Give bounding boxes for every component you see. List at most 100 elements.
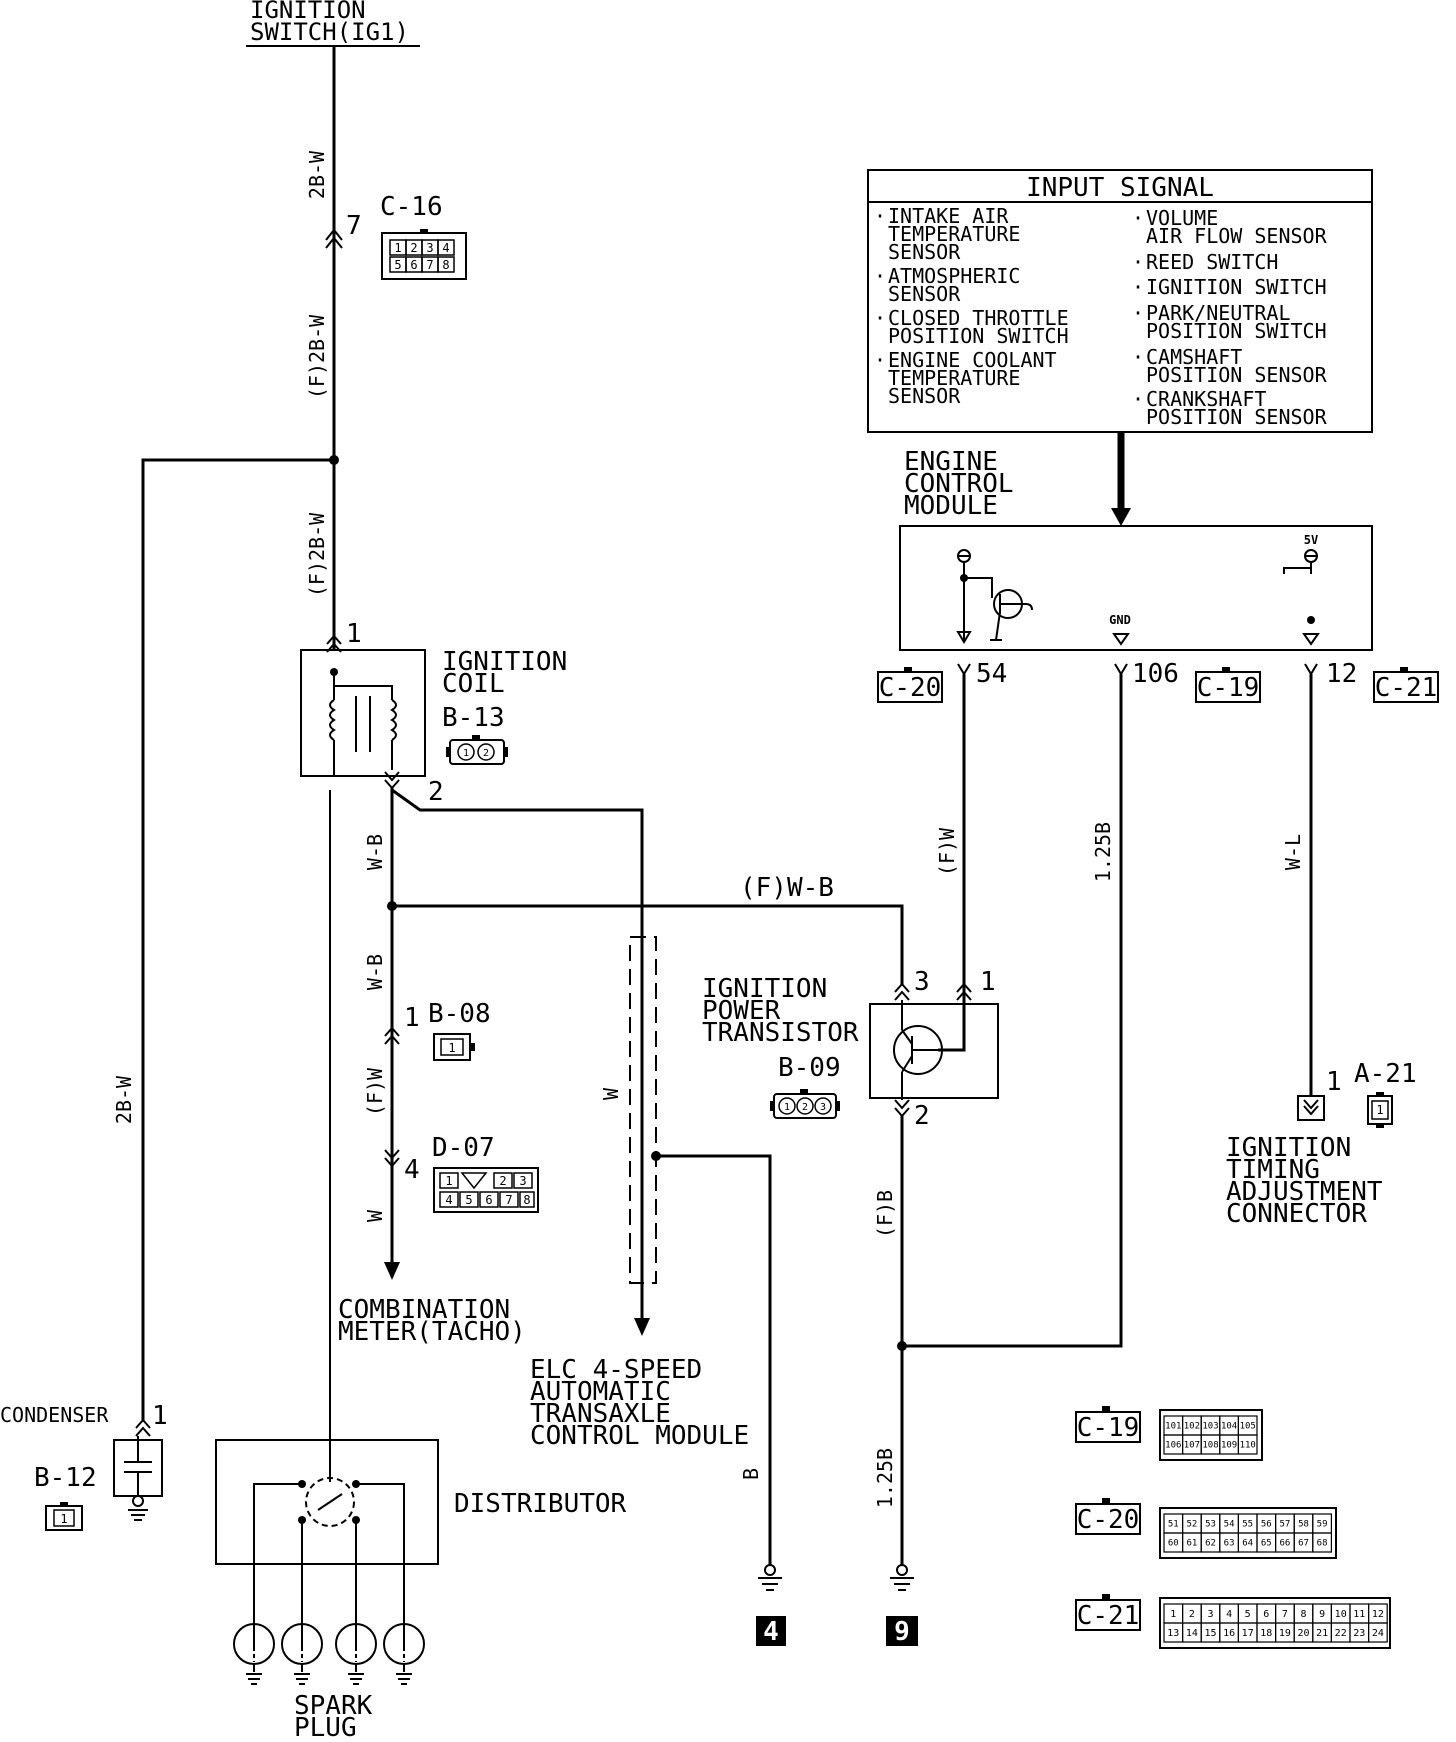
transistor-label-1: IGNITION (702, 974, 827, 1004)
wire-label-125b-a: 1.25B (1091, 822, 1115, 882)
pinout-c21-name: C-21 (1077, 1601, 1140, 1631)
b13-name: B-13 (442, 703, 505, 733)
pin-pt-1: 1 (980, 967, 996, 997)
ground-9-badge (886, 1616, 918, 1646)
c16-name: C-16 (380, 192, 443, 222)
c19-pinout-cell: 107 (1184, 1441, 1200, 1451)
bullet: · (874, 204, 886, 228)
sig-intake-1: INTAKE AIR (888, 204, 1009, 228)
wire-label-wb-1: W-B (363, 834, 387, 870)
ground-9-symbol (890, 1564, 914, 1591)
c20-pinout-cell: 67 (1298, 1539, 1309, 1549)
wire-coil-to-elc (391, 788, 644, 1318)
pin-b08-1: 1 (404, 1003, 420, 1033)
sig-pn-2: POSITION SWITCH (1146, 319, 1327, 343)
c19-pinout-cell: 102 (1184, 1422, 1200, 1432)
sig-vafs-1: VOLUME (1146, 206, 1218, 230)
transistor-pin3-symbol (894, 982, 910, 1001)
c20-pinout-cell: 60 (1168, 1539, 1179, 1549)
c20-pinout-cell: 52 (1186, 1520, 1197, 1530)
c21-pinout-cell: 7 (1282, 1609, 1288, 1620)
c20-pinout-cell: 66 (1279, 1539, 1290, 1549)
junction-ground-9 (897, 1341, 907, 1351)
a21-cell-1: 1 (1376, 1103, 1383, 1117)
sig-ctps-1: CLOSED THROTTLE (888, 306, 1069, 330)
meter-label-1: COMBINATION (338, 1295, 510, 1325)
d07-cell-2: 2 (499, 1174, 506, 1188)
c21-pinout-cell: 9 (1319, 1609, 1325, 1620)
ground-4-symbol (758, 1564, 782, 1591)
a21-name: A-21 (1354, 1059, 1417, 1089)
b13-connector-face: 1 2 (446, 735, 508, 765)
c16-cell-8: 8 (442, 258, 449, 272)
b08-connector-symbol (384, 1026, 400, 1045)
c21-pinout-cell: 2 (1189, 1609, 1195, 1620)
bullet: · (874, 348, 886, 372)
c21-pinout-cell: 5 (1245, 1609, 1251, 1620)
c19-pinout-cell: 110 (1240, 1441, 1256, 1451)
ecm-pin12-symbol (1304, 663, 1318, 676)
transistor-pin2-symbol (894, 1099, 910, 1118)
wire-label-f2b-w-a: (F)2B-W (305, 314, 329, 399)
ecm-box (899, 525, 1373, 651)
condenser-symbol (124, 1436, 152, 1521)
sig-ckp-2: POSITION SENSOR (1146, 405, 1328, 429)
wire-label-f2b-w-b: (F)2B-W (305, 512, 329, 597)
pin-ecm-12: 12 (1326, 659, 1357, 689)
c20-pinout-cell: 57 (1279, 1520, 1290, 1530)
c20-pinout-cell: 59 (1317, 1520, 1328, 1530)
c19-pinout-cell: 105 (1240, 1422, 1256, 1432)
bullet: · (1132, 206, 1144, 230)
d07-cell-3: 3 (519, 1174, 526, 1188)
b12-name: B-12 (34, 1463, 97, 1493)
ecm-label-3: MODULE (904, 491, 998, 521)
c19-pinout-cell: 103 (1202, 1422, 1218, 1432)
input-signal-left-list: · INTAKE AIR TEMPERATURE SENSOR · ATMOSP… (874, 204, 1069, 408)
c20-pinout-cell: 55 (1242, 1520, 1253, 1530)
c21-pinout-cell: 21 (1316, 1628, 1328, 1639)
c16-cell-6: 6 (410, 258, 417, 272)
c20-pinout-cell: 51 (1168, 1520, 1179, 1530)
ecm-pin54-symbol (957, 663, 971, 676)
wire-label-2b-w-top: 2B-W (305, 150, 329, 199)
c19-pinout-cell: 104 (1221, 1422, 1237, 1432)
sig-cmp-2: POSITION SENSOR (1146, 363, 1328, 387)
sig-vafs-2: AIR FLOW SENSOR (1146, 224, 1328, 248)
wire-2b-w-condenser (141, 458, 334, 1422)
c16-connector-face: 1 2 3 4 5 6 7 8 (381, 229, 467, 280)
pin-pt-2: 2 (914, 1101, 930, 1131)
wire-label-b-gnd4: B (739, 1468, 763, 1480)
wire-label-wb-2: W-B (363, 954, 387, 990)
timing-label-1: IGNITION (1226, 1133, 1351, 1163)
sig-atm-1: ATMOSPHERIC (888, 264, 1020, 288)
arrow-to-meter (384, 1262, 400, 1280)
c21-pinout-cell: 24 (1372, 1628, 1384, 1639)
b08-cell-1: 1 (448, 1041, 455, 1055)
b09-cell-3: 3 (820, 1102, 826, 1113)
sig-ckp-1: CRANKSHAFT (1146, 387, 1266, 411)
arrow-to-elc (634, 1318, 650, 1336)
d07-cell-7: 7 (505, 1193, 512, 1207)
power-transistor-symbol (893, 1000, 965, 1100)
c20-pinout-cell: 68 (1317, 1539, 1328, 1549)
wire-label-w-low: W (363, 1209, 387, 1222)
wire-label-fw-left: (F)W (363, 1067, 387, 1116)
pin-coil-1: 1 (346, 619, 362, 649)
timing-label-2: TIMING (1226, 1155, 1320, 1185)
transistor-label-2: POWER (702, 996, 781, 1026)
c19-tag: C-19 (1195, 667, 1261, 703)
c20-pinout-cell: 65 (1261, 1539, 1272, 1549)
transistor-label-3: TRANSISTOR (702, 1018, 859, 1048)
ecm-label-2: CONTROL (904, 469, 1014, 499)
ecm-internal-circuit: GND 5V (956, 533, 1320, 646)
ecm-gnd-label: GND (1109, 613, 1131, 627)
condenser-pin-symbol (135, 1418, 151, 1437)
elc-label-1: ELC 4-SPEED (530, 1355, 702, 1385)
a21-connector-face: 1 (1367, 1092, 1393, 1128)
bullet: · (874, 264, 886, 288)
wire-label-w-shield: W (599, 1087, 623, 1100)
spark-plug-1 (233, 1623, 275, 1685)
shield-dashed-box (629, 936, 657, 1284)
